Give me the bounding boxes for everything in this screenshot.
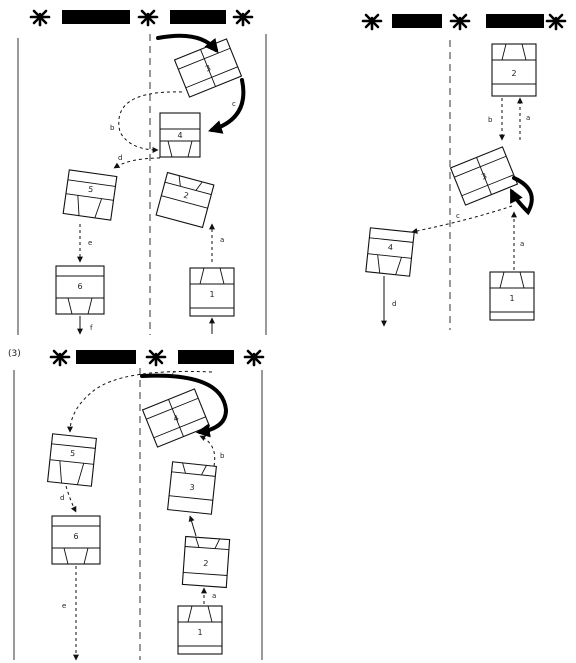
panel-2: 2 3 4 1 b a	[361, 13, 567, 330]
card: 2	[181, 535, 231, 589]
card: 4	[365, 227, 415, 277]
star-icon	[449, 13, 471, 31]
edge-label: f	[90, 324, 93, 332]
card-number: 5	[88, 185, 94, 195]
redaction-bar	[486, 14, 544, 28]
card: 5	[47, 433, 97, 487]
arrow	[188, 515, 197, 537]
edge-label: b	[110, 124, 115, 132]
star-icon	[137, 9, 159, 27]
edge-label: e	[88, 239, 92, 247]
edge-label: c	[172, 370, 176, 378]
panel-3-header	[49, 349, 265, 367]
card-number: 2	[183, 191, 190, 201]
card-number: 6	[77, 282, 82, 291]
edge-label: b	[220, 452, 225, 460]
card: 6	[51, 515, 101, 565]
edge-label: c	[456, 212, 460, 220]
edge-label: a	[212, 592, 216, 600]
card-number: 3	[189, 483, 195, 492]
card: 6	[55, 265, 105, 315]
star-icon	[145, 349, 167, 367]
card-number: 4	[387, 243, 393, 252]
edge-label: d	[392, 300, 396, 308]
edge-label: a	[520, 240, 524, 248]
card: 2	[491, 43, 537, 97]
dashed-arrow	[113, 157, 161, 169]
card: 3	[173, 38, 243, 98]
star-icon	[29, 9, 51, 27]
card: 4	[159, 112, 201, 158]
card-number: 2	[511, 69, 516, 78]
star-icon	[545, 13, 567, 31]
edge-label: a	[526, 114, 530, 122]
card-number: 1	[197, 628, 202, 637]
card: 1	[189, 267, 235, 317]
redaction-bar	[62, 10, 130, 24]
redaction-bar	[392, 14, 442, 28]
edge-label: b	[488, 116, 493, 124]
bold-arrow	[510, 176, 534, 216]
panel-1-header	[29, 9, 254, 27]
panel-2-header	[361, 13, 567, 31]
edge-label: a	[220, 236, 224, 244]
card-number: 6	[73, 532, 78, 541]
card-number: 3	[204, 63, 212, 73]
bold-arrow	[156, 33, 219, 54]
redaction-bar	[170, 10, 226, 24]
redaction-bar	[178, 350, 234, 364]
card-number: 1	[509, 294, 514, 303]
panel-label: (3)	[8, 349, 21, 359]
card: 1	[489, 271, 535, 321]
star-icon	[49, 349, 71, 367]
dashed-arrow	[118, 91, 183, 153]
card-number: 1	[209, 290, 214, 299]
card: 1	[177, 605, 223, 655]
dashed-arrow	[65, 485, 77, 513]
bold-arrow	[140, 373, 229, 438]
dashed-arrow	[67, 370, 213, 433]
edge-label: d	[118, 154, 122, 162]
redaction-bar	[76, 350, 136, 364]
card-number: 4	[177, 131, 182, 140]
card: 3	[167, 461, 217, 515]
card: 3	[449, 146, 519, 206]
edge-label: d	[60, 494, 64, 502]
edge-label: c	[232, 100, 236, 108]
card-number: 4	[172, 413, 180, 423]
card: 4	[141, 388, 211, 448]
panel-1: 3 4 5 2	[17, 9, 267, 335]
bold-arrow	[207, 78, 246, 134]
card-number: 5	[70, 449, 76, 458]
panel-3: (3) 4 5	[8, 349, 265, 661]
dashed-arrow	[411, 205, 513, 234]
edge-label: e	[62, 602, 66, 610]
dashed-arrow	[199, 435, 216, 467]
star-icon	[361, 13, 383, 31]
star-icon	[243, 349, 265, 367]
star-icon	[232, 9, 254, 27]
card: 5	[62, 169, 118, 221]
card: 2	[155, 171, 215, 229]
card-number: 3	[480, 171, 488, 181]
card-number: 2	[203, 559, 209, 568]
